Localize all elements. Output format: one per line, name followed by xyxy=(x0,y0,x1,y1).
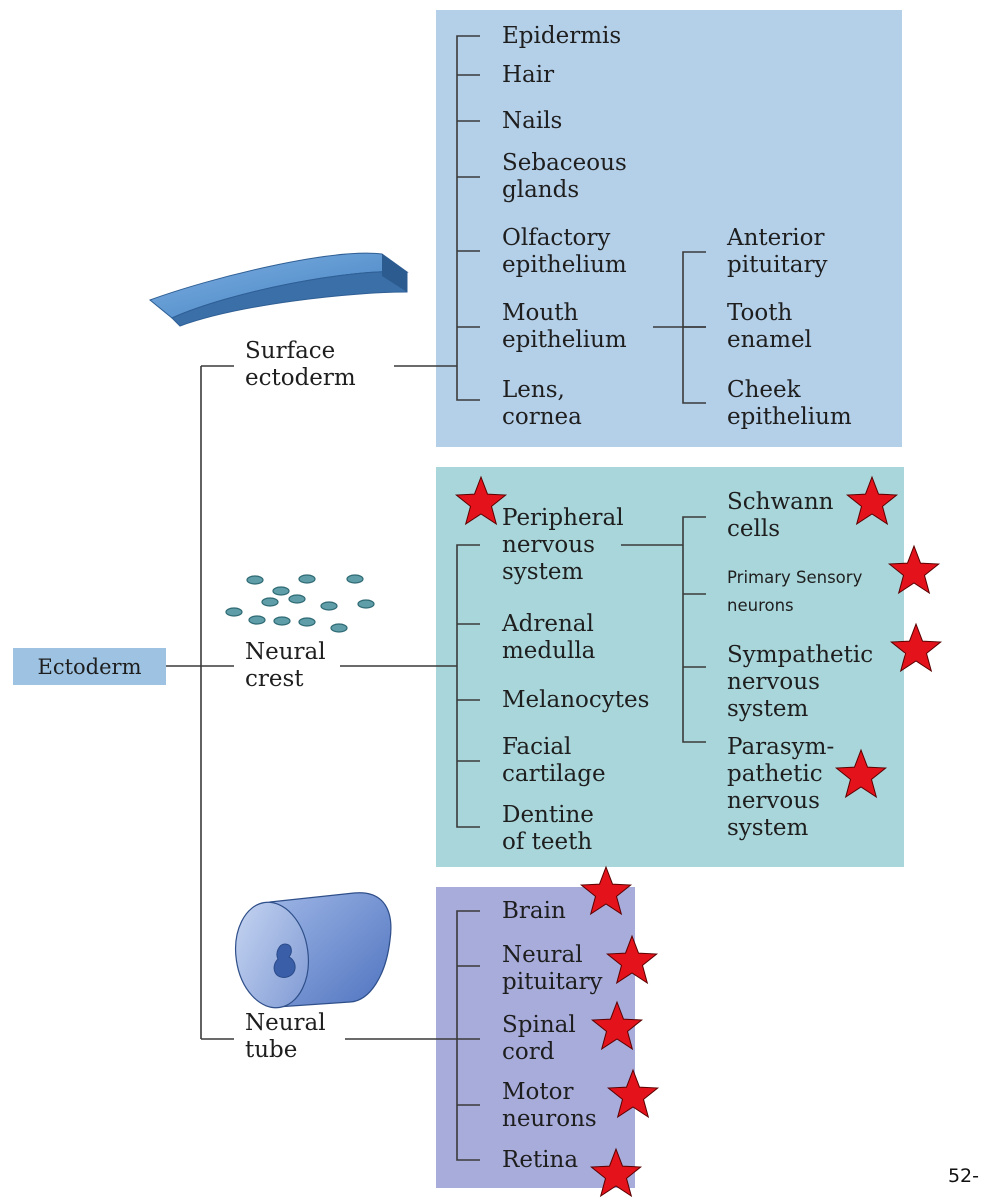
star-peripheral-nervous-system xyxy=(454,475,508,526)
surface-ectoderm-sheet-icon xyxy=(149,252,409,327)
page-number: 52- xyxy=(947,1165,979,1187)
melanocytes-label: Melanocytes xyxy=(502,687,650,713)
anterior-pituitary-label: Anterior pituitary xyxy=(727,225,828,278)
crest-bracket xyxy=(456,544,480,828)
mouth-epithelium-label: Mouth epithelium xyxy=(502,300,627,353)
neural-crest-label: Neural crest xyxy=(245,639,326,692)
stars-layer xyxy=(454,475,943,1198)
star-primary-sensory-neurons xyxy=(887,544,941,595)
neural-crest-panel xyxy=(436,467,904,867)
lens-cornea-label: Lens, cornea xyxy=(502,377,582,430)
retina-label: Retina xyxy=(502,1147,579,1173)
pns-bracket xyxy=(682,516,706,743)
neural-pituitary-label: Neural pituitary xyxy=(502,942,603,995)
neural-tube-lumen xyxy=(273,943,296,978)
sebaceous-glands-label: Sebaceous glands xyxy=(502,150,627,203)
epidermis-label: Epidermis xyxy=(502,23,622,49)
cheek-epithelium-label: Cheek epithelium xyxy=(727,377,852,430)
crest-ticks xyxy=(457,623,480,762)
star-motor-neurons xyxy=(606,1068,660,1119)
neural-tube-cylinder-icon xyxy=(234,892,392,1009)
star-schwann-cells xyxy=(845,475,899,526)
neural-tube-label: Neural tube xyxy=(245,1010,326,1063)
ectoderm-box xyxy=(13,648,166,685)
star-neural-pituitary xyxy=(605,934,659,985)
star-parasympathetic-nervous-system xyxy=(834,748,888,799)
adrenal-medulla-label: Adrenal medulla xyxy=(502,611,596,664)
pns-ticks xyxy=(683,593,706,668)
tube-bracket xyxy=(456,910,480,1161)
surface-ectoderm-label: Surface ectoderm xyxy=(245,338,356,391)
surface-bracket xyxy=(456,35,480,401)
ectoderm-label: Ectoderm xyxy=(37,654,142,679)
neural-tube-panel xyxy=(436,887,635,1188)
dentine-of-teeth-label: Dentine of teeth xyxy=(502,802,594,855)
tube-ticks xyxy=(457,965,480,1106)
surface-ectoderm-panel xyxy=(436,10,902,447)
surface-ticks xyxy=(457,74,480,328)
tooth-enamel-label: Tooth enamel xyxy=(727,300,812,353)
primary-sensory-neurons-label: Primary Sensory neurons xyxy=(727,568,863,615)
star-sympathetic-nervous-system xyxy=(889,622,943,673)
brain-label: Brain xyxy=(502,898,566,924)
nails-label: Nails xyxy=(502,108,563,134)
spinal-cord-label: Spinal cord xyxy=(502,1012,576,1065)
schwann-cells-label: Schwann cells xyxy=(727,489,834,542)
connector-lines xyxy=(166,35,706,1161)
star-retina xyxy=(589,1147,643,1198)
facial-cartilage-label: Facial cartilage xyxy=(502,734,606,787)
mouth-bracket xyxy=(682,251,706,404)
sympathetic-nervous-system-label: Sympathetic nervous system xyxy=(727,642,874,722)
neural-crest-cells-icon xyxy=(225,574,375,633)
star-brain xyxy=(579,865,633,916)
olfactory-epithelium-label: Olfactory epithelium xyxy=(502,225,627,278)
peripheral-nervous-system-label: Peripheral nervous system xyxy=(502,505,624,585)
parasympathetic-nervous-system-label: Parasym- pathetic nervous system xyxy=(727,734,835,841)
hair-label: Hair xyxy=(502,62,555,88)
star-spinal-cord xyxy=(590,1000,644,1051)
motor-neurons-label: Motor neurons xyxy=(502,1079,597,1132)
